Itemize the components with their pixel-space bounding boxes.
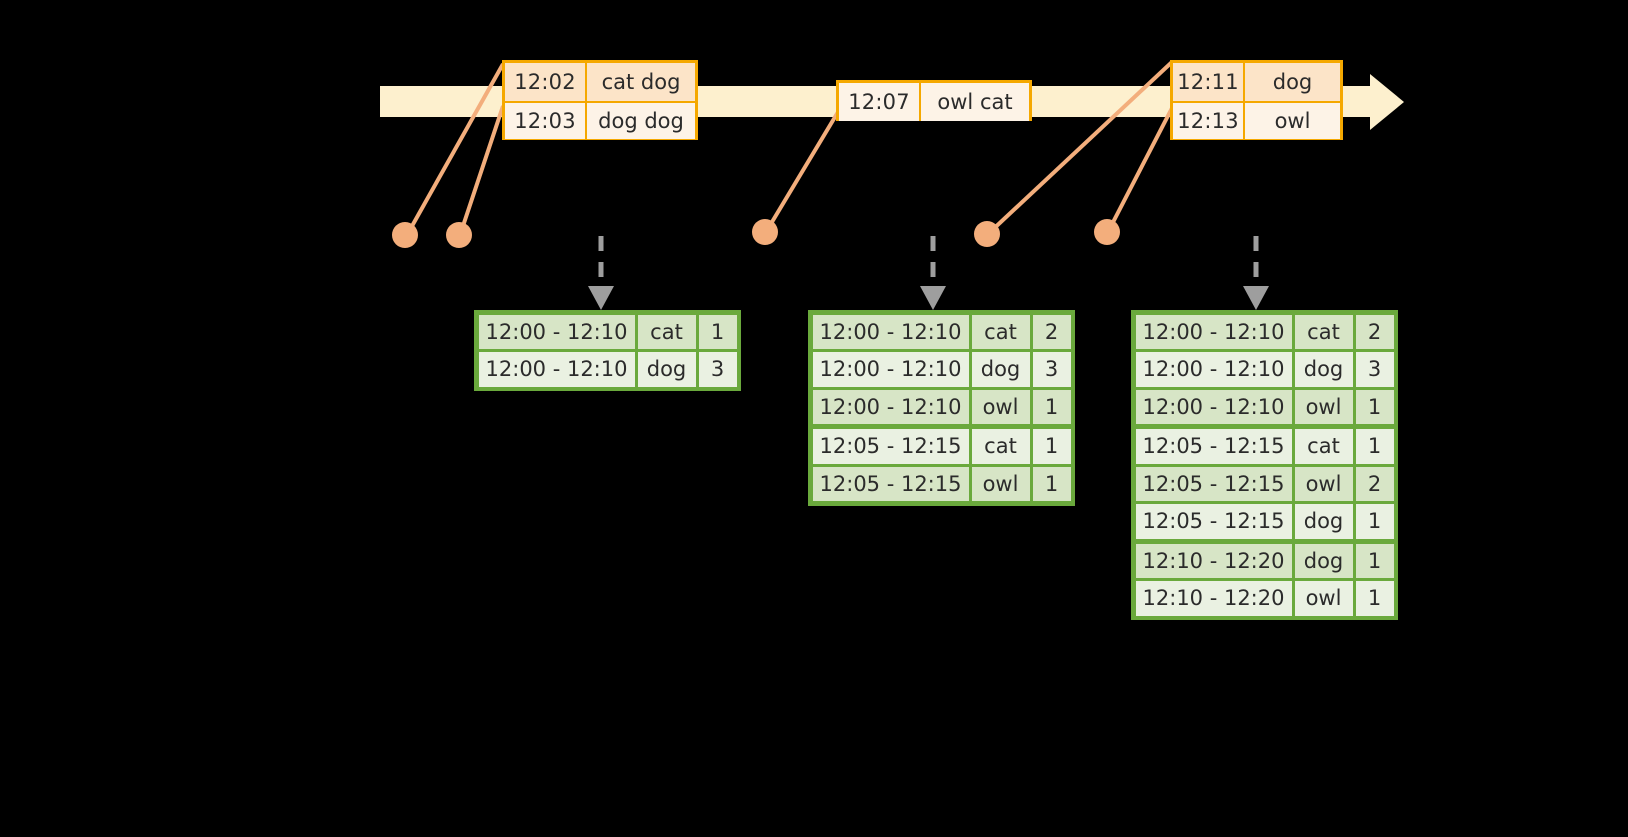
timeline-arrowhead <box>1370 74 1404 130</box>
trigger-arrowhead-1 <box>588 286 614 310</box>
trigger-arrows <box>598 236 1259 288</box>
event-time: 12:03 <box>505 103 587 139</box>
event-row: 12:11 dog <box>1173 63 1340 101</box>
trigger-arrowhead-2 <box>920 286 946 310</box>
table-row: 12:00 - 12:10 dog 3 <box>811 351 1072 389</box>
cell-window: 12:05 - 12:15 <box>1135 466 1292 501</box>
event-value: owl cat <box>937 90 1013 114</box>
cell-window: 12:00 - 12:10 <box>1135 389 1292 424</box>
cell-word: cat <box>637 314 696 349</box>
cell-window: 12:00 - 12:10 <box>1135 352 1292 387</box>
event-dot[interactable] <box>752 219 778 245</box>
table-row: 12:05 - 12:15 owl 1 <box>811 465 1072 503</box>
event-value: cat dog <box>601 70 681 94</box>
event-dot[interactable] <box>1094 219 1120 245</box>
cell-count: 2 <box>1355 466 1394 501</box>
cell-word: cat <box>971 429 1030 464</box>
table-row: 12:00 - 12:10 owl 1 <box>811 388 1072 428</box>
table-row: 12:05 - 12:15 cat 1 <box>1134 428 1395 466</box>
event-dot[interactable] <box>392 222 418 248</box>
cell-word: cat <box>1294 314 1353 349</box>
cell-word: owl <box>971 389 1030 424</box>
cell-count: 3 <box>698 352 737 387</box>
trigger-arrowhead-3 <box>1243 286 1269 310</box>
cell-word: dog <box>1294 352 1353 387</box>
cell-window: 12:00 - 12:10 <box>812 352 969 387</box>
cell-word: owl <box>1294 389 1353 424</box>
event-row: 12:03 dog dog <box>505 101 695 139</box>
event-row: 12:07 owl cat <box>839 83 1029 121</box>
cell-window: 12:00 - 12:10 <box>478 352 635 387</box>
table-row: 12:05 - 12:15 dog 1 <box>1134 503 1395 542</box>
table-row: 12:00 - 12:10 dog 3 <box>477 351 738 389</box>
table-row: 12:00 - 12:10 cat 1 <box>477 313 738 351</box>
event-box-group-3[interactable]: 12:11 dog 12:13 owl <box>1170 60 1343 140</box>
cell-count: 1 <box>1355 504 1394 539</box>
event-time: 12:13 <box>1173 103 1245 139</box>
cell-window: 12:00 - 12:10 <box>1135 314 1292 349</box>
cell-window: 12:00 - 12:10 <box>812 389 969 424</box>
connector-12-13 <box>1106 107 1174 233</box>
event-time: 12:02 <box>505 63 587 101</box>
cell-count: 2 <box>1032 314 1071 349</box>
table-row: 12:00 - 12:10 owl 1 <box>1134 388 1395 428</box>
event-dot[interactable] <box>974 221 1000 247</box>
cell-word: cat <box>971 314 1030 349</box>
event-value: dog dog <box>598 109 684 133</box>
event-time: 12:07 <box>839 83 921 121</box>
event-value: owl <box>1274 109 1311 133</box>
trigger-arrowheads <box>588 286 1269 310</box>
cell-count: 1 <box>1032 429 1071 464</box>
cell-count: 1 <box>1355 543 1394 578</box>
cell-word: dog <box>637 352 696 387</box>
event-dot[interactable] <box>446 222 472 248</box>
cell-window: 12:00 - 12:10 <box>812 314 969 349</box>
event-box-group-2[interactable]: 12:07 owl cat <box>836 80 1032 121</box>
table-row: 12:10 - 12:20 owl 1 <box>1134 580 1395 618</box>
cell-count: 1 <box>1032 466 1071 501</box>
cell-window: 12:05 - 12:15 <box>812 466 969 501</box>
cell-count: 3 <box>1032 352 1071 387</box>
cell-window: 12:10 - 12:20 <box>1135 543 1292 578</box>
cell-window: 12:05 - 12:15 <box>812 429 969 464</box>
cell-word: owl <box>1294 581 1353 616</box>
cell-count: 1 <box>1355 429 1394 464</box>
cell-window: 12:05 - 12:15 <box>1135 429 1292 464</box>
cell-window: 12:10 - 12:20 <box>1135 581 1292 616</box>
event-row: 12:13 owl <box>1173 101 1340 139</box>
aggregate-table-3[interactable]: 12:00 - 12:10 cat 2 12:00 - 12:10 dog 3 … <box>1131 310 1398 620</box>
cell-count: 1 <box>1355 389 1394 424</box>
cell-word: dog <box>1294 543 1353 578</box>
cell-count: 1 <box>698 314 737 349</box>
cell-count: 1 <box>1355 581 1394 616</box>
cell-word: cat <box>1294 429 1353 464</box>
cell-count: 1 <box>1032 389 1071 424</box>
cell-word: dog <box>971 352 1030 387</box>
cell-word: dog <box>1294 504 1353 539</box>
event-time: 12:11 <box>1173 63 1245 101</box>
event-row: 12:02 cat dog <box>505 63 695 101</box>
connector-12-07 <box>764 110 840 234</box>
cell-window: 12:00 - 12:10 <box>478 314 635 349</box>
event-value: dog <box>1272 70 1313 94</box>
event-box-group-1[interactable]: 12:02 cat dog 12:03 dog dog <box>502 60 698 140</box>
table-row: 12:10 - 12:20 dog 1 <box>1134 542 1395 580</box>
cell-count: 2 <box>1355 314 1394 349</box>
aggregate-table-1[interactable]: 12:00 - 12:10 cat 1 12:00 - 12:10 dog 3 <box>474 310 741 391</box>
cell-word: owl <box>1294 466 1353 501</box>
table-row: 12:00 - 12:10 dog 3 <box>1134 351 1395 389</box>
cell-window: 12:05 - 12:15 <box>1135 504 1292 539</box>
table-row: 12:05 - 12:15 owl 2 <box>1134 465 1395 503</box>
connector-12-03 <box>458 105 505 236</box>
cell-word: owl <box>971 466 1030 501</box>
table-row: 12:00 - 12:10 cat 2 <box>811 313 1072 351</box>
table-row: 12:05 - 12:15 cat 1 <box>811 428 1072 466</box>
cell-count: 3 <box>1355 352 1394 387</box>
aggregate-table-2[interactable]: 12:00 - 12:10 cat 2 12:00 - 12:10 dog 3 … <box>808 310 1075 506</box>
table-row: 12:00 - 12:10 cat 2 <box>1134 313 1395 351</box>
